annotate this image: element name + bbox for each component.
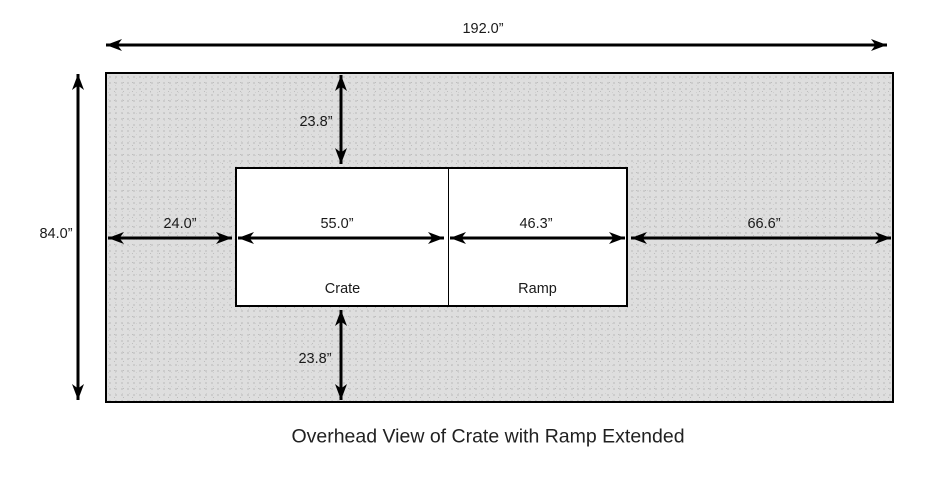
crate-region: Crate [237,169,449,305]
overall-width-label: 192.0” [462,21,504,37]
right-gap-label: 66.6” [747,216,781,232]
left-gap-label: 24.0” [163,216,197,232]
ramp-label: Ramp [518,281,557,297]
top-gap-label: 23.8” [299,114,333,130]
overall-depth-label: 84.0” [39,226,73,242]
crate-label: Crate [324,281,361,297]
crate-ramp-outline: Crate Ramp [235,167,628,307]
ramp-region: Ramp [449,169,626,305]
crate-width-label: 55.0” [320,216,354,232]
diagram-caption: Overhead View of Crate with Ramp Extende… [291,425,685,448]
ramp-width-label: 46.3” [519,216,553,232]
bottom-gap-label: 23.8” [298,351,332,367]
